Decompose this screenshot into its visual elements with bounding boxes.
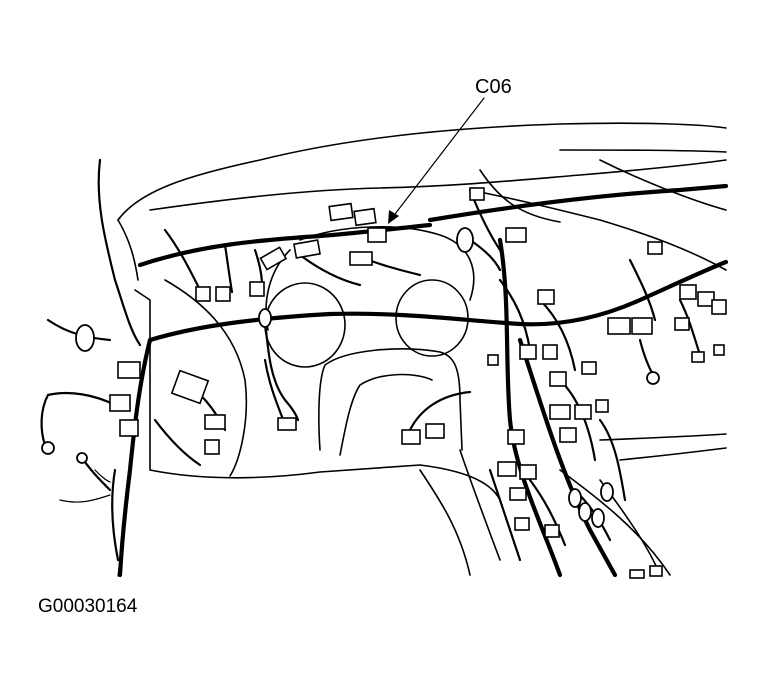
connector bbox=[713, 344, 725, 356]
connector bbox=[509, 487, 527, 501]
ground-terminal-right bbox=[646, 371, 660, 385]
main-harness bbox=[117, 183, 729, 578]
connector bbox=[469, 187, 485, 201]
connector bbox=[697, 291, 715, 307]
connector bbox=[544, 524, 560, 538]
connector bbox=[542, 344, 558, 360]
terminal bbox=[568, 488, 582, 508]
connector bbox=[629, 569, 645, 579]
ground-terminal-lower bbox=[76, 452, 88, 464]
connector bbox=[631, 317, 653, 335]
connector bbox=[519, 464, 537, 480]
connector bbox=[549, 371, 567, 387]
connector bbox=[215, 286, 231, 302]
connector bbox=[537, 289, 555, 305]
connectors bbox=[109, 187, 727, 579]
connector bbox=[519, 344, 537, 360]
callout: C06 bbox=[388, 76, 512, 224]
connector bbox=[497, 461, 517, 477]
terminal bbox=[591, 508, 605, 528]
connector bbox=[117, 361, 141, 379]
connector bbox=[679, 284, 697, 300]
connector bbox=[559, 427, 577, 443]
connector bbox=[170, 369, 210, 405]
connector bbox=[249, 281, 265, 297]
dashboard-outline bbox=[117, 122, 727, 501]
connector bbox=[259, 246, 288, 271]
connector bbox=[293, 239, 321, 259]
connector bbox=[549, 404, 571, 420]
connector bbox=[353, 207, 377, 227]
connector bbox=[349, 251, 373, 266]
connector bbox=[647, 241, 663, 255]
callout-arrowhead bbox=[388, 210, 399, 224]
connector bbox=[595, 399, 609, 413]
lower-lines bbox=[59, 469, 121, 577]
connector bbox=[514, 517, 530, 531]
connector bbox=[674, 317, 690, 331]
connector bbox=[581, 361, 597, 375]
connector bbox=[119, 419, 139, 437]
callout-label: C06 bbox=[475, 76, 512, 98]
grommet-cluster bbox=[258, 308, 272, 328]
connector bbox=[204, 439, 220, 455]
connector bbox=[711, 299, 727, 315]
connector bbox=[649, 565, 663, 577]
grommet-left bbox=[75, 324, 95, 352]
connector bbox=[195, 286, 211, 302]
connector bbox=[109, 394, 131, 412]
connector bbox=[367, 227, 387, 243]
grommet-center bbox=[456, 227, 474, 253]
connector bbox=[401, 429, 421, 445]
connector bbox=[277, 417, 297, 431]
connector bbox=[691, 351, 705, 363]
connector bbox=[607, 317, 631, 335]
inline-terminals bbox=[568, 482, 614, 528]
terminal bbox=[600, 482, 614, 502]
connector bbox=[505, 227, 527, 243]
connector bbox=[425, 423, 445, 439]
grommets bbox=[41, 227, 660, 464]
connector bbox=[204, 414, 226, 430]
connector bbox=[507, 429, 525, 445]
terminal bbox=[578, 502, 592, 522]
figure-id: G00030164 bbox=[38, 596, 138, 617]
callout-leader-line bbox=[391, 97, 485, 219]
connector bbox=[574, 404, 592, 420]
ground-terminal-left bbox=[41, 441, 55, 455]
connector bbox=[487, 354, 499, 366]
connector-c06 bbox=[328, 202, 354, 222]
